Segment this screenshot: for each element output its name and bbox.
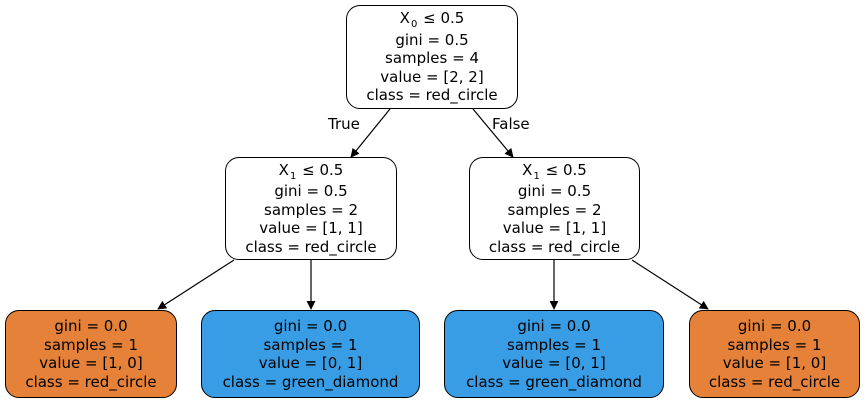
leaf-rr-value: value = [1, 0]: [722, 354, 827, 372]
leaf-ll-gini: gini = 0.0: [54, 317, 128, 335]
leaf-rl-class: class = green_diamond: [466, 372, 642, 391]
edge-root-right: [472, 108, 514, 158]
root-node: X0 ≤ 0.5 gini = 0.5 samples = 4 value = …: [346, 5, 518, 109]
leaf-node-right-right: gini = 0.0 samples = 1 value = [1, 0] cl…: [689, 310, 860, 398]
leaf-lr-class: class = green_diamond: [222, 372, 399, 391]
root-threshold: ≤ 0.5: [423, 9, 465, 28]
root-samples: samples = 4: [385, 49, 479, 68]
leaf-rl-value: value = [0, 1]: [502, 354, 606, 372]
left-split-condition: X1 ≤ 0.5: [279, 161, 344, 183]
right-node: X1 ≤ 0.5 gini = 0.5 samples = 2 value = …: [469, 157, 640, 260]
left-value: value = [1, 1]: [259, 219, 363, 238]
edge-label-true: True: [328, 115, 360, 133]
root-split-condition: X0 ≤ 0.5: [400, 9, 465, 31]
left-threshold: ≤ 0.5: [302, 160, 344, 179]
left-feature-index: 1: [289, 170, 297, 182]
leaf-lr-value: value = [0, 1]: [258, 354, 363, 372]
left-node: X1 ≤ 0.5 gini = 0.5 samples = 2 value = …: [225, 157, 397, 260]
edge-root-left: [350, 108, 391, 158]
leaf-lr-samples: samples = 1: [263, 335, 358, 354]
right-feature: X: [522, 160, 533, 179]
root-gini: gini = 0.5: [395, 30, 469, 49]
leaf-ll-value: value = [1, 0]: [39, 354, 143, 372]
leaf-rr-samples: samples = 1: [727, 335, 822, 354]
root-feature-index: 0: [410, 19, 418, 31]
left-class: class = red_circle: [245, 237, 377, 256]
leaf-ll-samples: samples = 1: [44, 335, 138, 354]
right-samples: samples = 2: [507, 200, 602, 219]
right-split-condition: X1 ≤ 0.5: [522, 161, 587, 183]
leaf-rl-samples: samples = 1: [507, 335, 601, 354]
right-gini: gini = 0.5: [517, 182, 592, 201]
leaf-node-left-left: gini = 0.0 samples = 1 value = [1, 0] cl…: [5, 310, 177, 398]
leaf-rr-gini: gini = 0.0: [737, 317, 812, 335]
right-class: class = red_circle: [488, 237, 621, 256]
root-feature: X: [399, 9, 410, 28]
leaf-node-right-left: gini = 0.0 samples = 1 value = [0, 1] cl…: [444, 310, 664, 398]
edge-right-leaf-rr: [631, 259, 709, 310]
root-class: class = red_circle: [366, 86, 498, 105]
leaf-lr-gini: gini = 0.0: [273, 317, 348, 335]
edge-left-leaf-ll: [157, 259, 235, 310]
root-value: value = [2, 2]: [380, 67, 484, 86]
leaf-rl-gini: gini = 0.0: [517, 317, 591, 335]
edge-label-false: False: [492, 115, 530, 133]
left-gini: gini = 0.5: [274, 182, 348, 201]
left-feature: X: [278, 160, 289, 179]
right-value: value = [1, 1]: [502, 219, 607, 238]
left-samples: samples = 2: [264, 200, 358, 219]
right-feature-index: 1: [533, 170, 540, 182]
leaf-node-left-right: gini = 0.0 samples = 1 value = [0, 1] cl…: [201, 310, 420, 398]
leaf-ll-class: class = red_circle: [25, 372, 157, 391]
leaf-rr-class: class = red_circle: [708, 372, 841, 391]
right-threshold: ≤ 0.5: [545, 160, 587, 179]
